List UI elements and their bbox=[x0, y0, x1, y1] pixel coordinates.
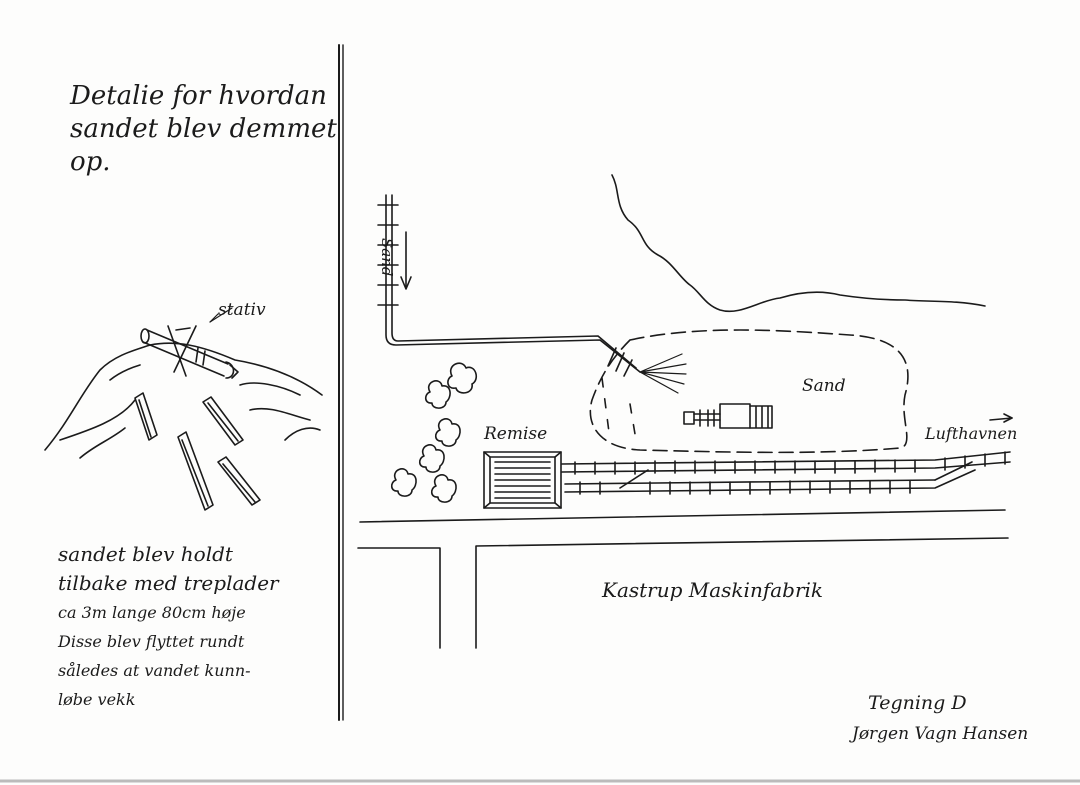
artist-signature: Jørgen Vagn Hansen bbox=[852, 724, 1029, 744]
description-note: sandet blev holdt tilbake med treplader … bbox=[58, 540, 279, 714]
description-line: således at vandet kunn- bbox=[58, 661, 251, 680]
detail-title-line: sandet blev demmet bbox=[70, 114, 337, 144]
lufthavnen-label: Lufthavnen bbox=[925, 424, 1018, 443]
road-lines bbox=[357, 509, 1009, 649]
remise-building bbox=[483, 451, 562, 509]
lufthavnen-arrow-icon bbox=[989, 413, 1013, 423]
factory-label: Kastrup Maskinfabrik bbox=[602, 578, 824, 602]
sand-pipe bbox=[140, 328, 239, 379]
description-line: løbe vekk bbox=[58, 690, 136, 709]
sand-spray bbox=[639, 353, 687, 394]
detail-title-line: Detalie for hvordan bbox=[70, 81, 327, 111]
description-line: Disse blev flyttet rundt bbox=[58, 632, 245, 651]
panel-divider bbox=[338, 44, 344, 721]
wooden-boards bbox=[134, 392, 261, 511]
stativ-stand bbox=[167, 307, 233, 377]
sand-direction-arrow-icon bbox=[400, 231, 412, 290]
sand-area-inner bbox=[601, 377, 637, 441]
description-line: tilbake med treplader bbox=[58, 571, 279, 595]
detail-title: Detalie for hvordan sandet blev demmet o… bbox=[70, 80, 337, 179]
sand-area-label: Sand bbox=[802, 376, 846, 396]
drawing-number-label: Tegning D bbox=[868, 692, 967, 714]
tree-cluster bbox=[390, 362, 478, 503]
description-line: sandet blev holdt bbox=[58, 542, 233, 566]
description-line: ca 3m lange 80cm høje bbox=[58, 603, 246, 622]
detail-title-line: op. bbox=[70, 147, 111, 177]
railway-tracks bbox=[561, 451, 1011, 495]
pipeline bbox=[377, 194, 641, 377]
remise-label: Remise bbox=[484, 424, 548, 444]
dredger-machine-icon bbox=[683, 403, 773, 429]
sand-area-outline bbox=[589, 329, 909, 454]
stativ-label: stativ bbox=[218, 300, 266, 320]
sand-arrow-label: Sand bbox=[378, 238, 396, 277]
coastline bbox=[611, 174, 986, 313]
sand-heap bbox=[44, 342, 323, 459]
